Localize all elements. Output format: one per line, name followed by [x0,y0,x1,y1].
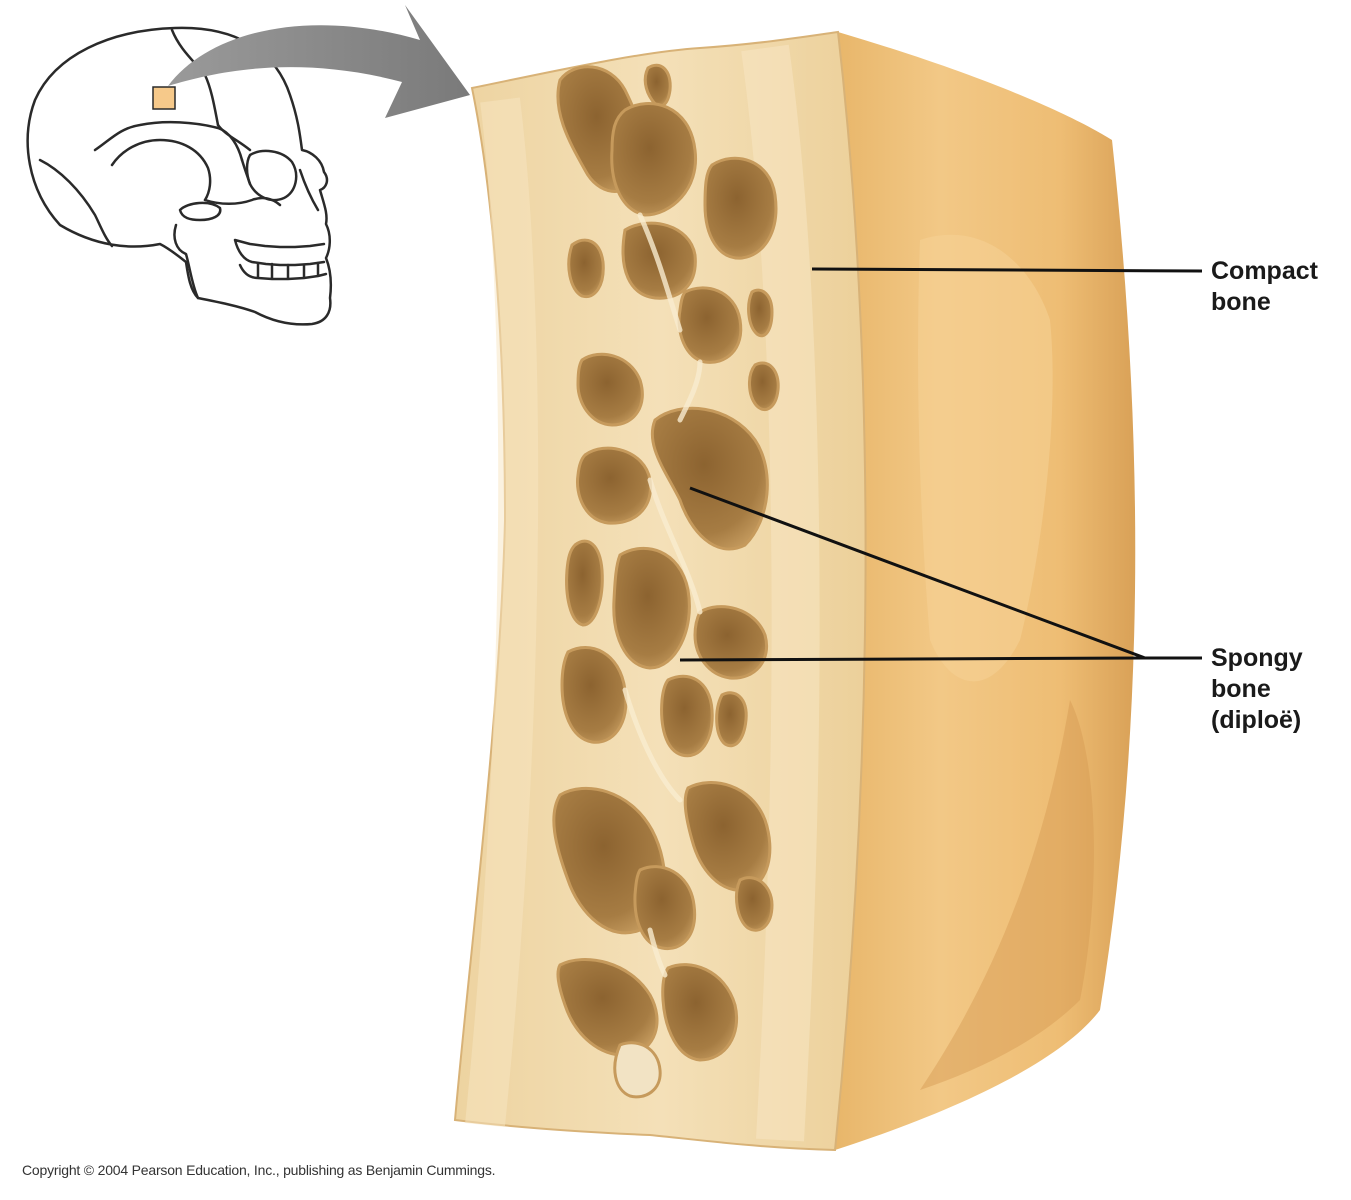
cavity [735,876,774,932]
cavity [613,1041,662,1099]
bone-face-highlight [918,234,1053,682]
skull-temporal-line [93,120,244,162]
cavity [565,539,604,627]
leader-line-spongy-bone-upper [689,486,1146,660]
leader-lines [679,267,1203,662]
label-spongy-bone-line-3: (diploë) [1211,706,1302,734]
cavity [715,691,748,748]
leader-line-compact-bone [811,267,1203,273]
skull-nasal [298,168,320,212]
skull-mandible-ramus [173,223,200,300]
compact-bone-inner-band [741,44,820,1142]
compact-bone-outer-band [465,97,539,1128]
cavity [610,102,698,217]
cavity [660,674,714,758]
cavity [575,446,652,525]
copyright-notice: Copyright © 2004 Pearson Education, Inc.… [22,1162,496,1178]
spongy-bone-cavities [552,63,780,1099]
label-spongy-bone-line-1: Spongy [1211,644,1303,672]
label-spongy-bone-line-2: bone [1211,675,1271,703]
cavity [747,288,774,338]
cavity [677,286,743,364]
label-spongy-bone: Spongy bone (diploë) [1211,643,1303,736]
trabecular-struts [622,212,703,978]
magnify-arrow [168,5,470,118]
label-compact-bone-line-2: bone [1211,288,1271,316]
skull-lower-teeth [238,261,328,281]
skull-outline [26,26,333,326]
cavity [567,238,605,299]
label-compact-bone-line-1: Compact [1211,257,1318,285]
skull-suture-lambdoid [38,158,114,248]
cavity [560,646,628,744]
skull-squamosal-suture [110,138,212,202]
cavity [703,156,778,260]
sample-location-marker [152,86,176,110]
skull-zygomatic [203,196,282,207]
cavity [650,406,769,551]
cavity [612,546,691,670]
label-compact-bone: Compact bone [1211,256,1318,318]
bone-face-shadow [920,700,1094,1090]
cavity [661,963,738,1062]
cavity [576,352,644,427]
cavity [748,361,780,411]
skull-illustration [26,26,333,326]
skull-upper-teeth [233,238,326,267]
skull-ear-opening [178,201,222,222]
skull-suture-misc [216,123,252,186]
bone-section-illustration [453,30,1136,1152]
leader-line-spongy-bone-lower [679,656,1146,662]
